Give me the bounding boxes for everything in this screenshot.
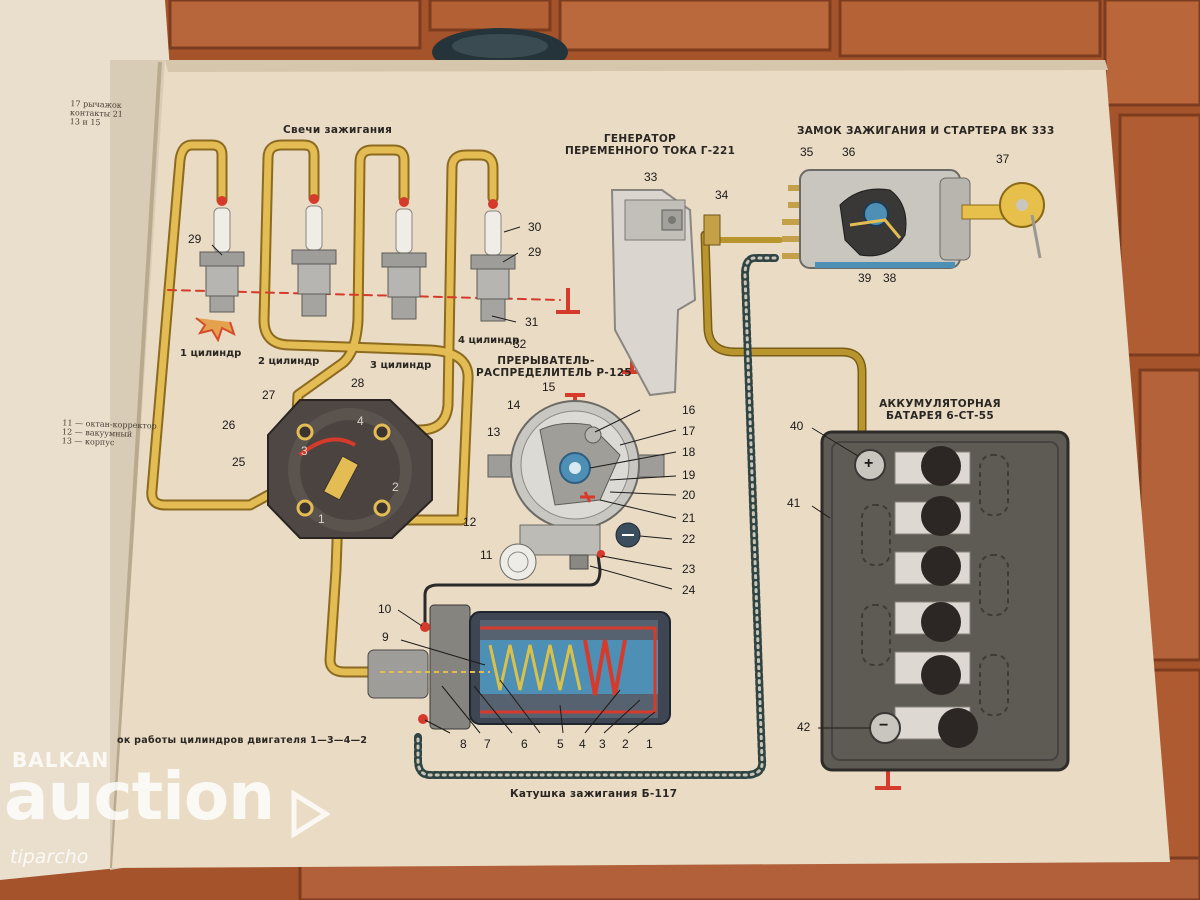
- callout-13: 13: [487, 425, 501, 439]
- callout-28: 28: [351, 376, 365, 390]
- cap-number-4: 4: [357, 414, 364, 428]
- callout-35: 35: [800, 145, 814, 159]
- callout-20: 20: [682, 488, 696, 502]
- battery-heading-line1: АККУМУЛЯТОРНАЯ: [879, 398, 1001, 410]
- battery-heading-line2: БАТАРЕЯ 6-СТ-55: [885, 410, 995, 422]
- spark-plug-4: [470, 199, 516, 322]
- leader-lines: [211, 226, 870, 734]
- callout-5: 5: [557, 737, 564, 751]
- callout-33: 33: [644, 170, 658, 184]
- generator: [610, 189, 721, 397]
- callout-1: 1: [646, 737, 653, 751]
- cap-number-1: 1: [318, 512, 325, 526]
- watermark-brand-small: BALKAN: [12, 748, 110, 772]
- callout-31: 31: [525, 315, 539, 329]
- callout-23: 23: [682, 562, 696, 576]
- callout-22: 22: [682, 532, 696, 546]
- callout-15: 15: [542, 380, 556, 394]
- generator-heading: ГЕНЕРАТОР ПЕРЕМЕННОГО ТОКА Г-221: [565, 133, 736, 157]
- spark-plug-3: [381, 197, 427, 320]
- breaker-distributor: [487, 400, 665, 581]
- callout-14: 14: [507, 398, 521, 412]
- callout-8: 8: [460, 737, 467, 751]
- callout-40: 40: [790, 419, 804, 433]
- callout-36: 36: [842, 145, 856, 159]
- cylinder-label-2: 2 цилиндр: [258, 356, 320, 367]
- callout-39: 39: [858, 271, 872, 285]
- ignition-lock: [782, 169, 1045, 269]
- callout-27: 27: [262, 388, 276, 402]
- spark-plugs-heading: Свечи зажигания: [283, 124, 393, 136]
- distributor-heading-line2: РАСПРЕДЕЛИТЕЛЬ Р-125: [476, 367, 632, 379]
- watermark-site: tiparcho: [10, 846, 89, 868]
- generator-heading-line2: ПЕРЕМЕННОГО ТОКА Г-221: [565, 145, 736, 157]
- callout-37: 37: [996, 152, 1010, 166]
- callout-29a: 29: [188, 232, 202, 246]
- callout-4: 4: [579, 737, 586, 751]
- battery-heading: АККУМУЛЯТОРНАЯ БАТАРЕЯ 6-СТ-55: [870, 398, 1010, 422]
- firing-order-caption: ок работы цилиндров двигателя 1—3—4—2: [117, 735, 368, 746]
- cap-number-2: 2: [392, 480, 399, 494]
- battery-negative-sign: −: [879, 717, 889, 734]
- callout-41: 41: [787, 496, 801, 510]
- callout-26: 26: [222, 418, 236, 432]
- ignition-coil: [367, 604, 671, 730]
- callout-42: 42: [797, 720, 811, 734]
- callout-24: 24: [682, 583, 696, 597]
- distributor-heading-line1: ПРЕРЫВАТЕЛЬ-: [497, 355, 595, 367]
- coil-heading: Катушка зажигания Б-117: [510, 788, 678, 800]
- battery-positive-sign: +: [864, 455, 874, 472]
- distributor-cap: [267, 399, 433, 539]
- callout-18: 18: [682, 445, 696, 459]
- generator-heading-line1: ГЕНЕРАТОР: [603, 133, 677, 145]
- battery: [820, 430, 1070, 772]
- distributor-heading: ПРЕРЫВАТЕЛЬ- РАСПРЕДЕЛИТЕЛЬ Р-125: [476, 355, 632, 379]
- callout-3: 3: [599, 737, 606, 751]
- callout-11: 11: [480, 548, 493, 562]
- callout-12: 12: [463, 515, 477, 529]
- callout-32: 32: [513, 337, 527, 351]
- wiring: [146, 139, 867, 779]
- ignition-lock-heading: ЗАМОК ЗАЖИГАНИЯ И СТАРТЕРА ВК 333: [797, 125, 1055, 137]
- callout-19: 19: [682, 468, 696, 482]
- spark-plug-1: [195, 196, 245, 343]
- cylinder-label-4: 4 цилиндр: [458, 335, 520, 346]
- callout-30: 30: [528, 220, 542, 234]
- callout-10: 10: [378, 602, 392, 616]
- callout-25: 25: [232, 455, 246, 469]
- callout-17: 17: [682, 424, 696, 438]
- callout-29b: 29: [528, 245, 542, 259]
- cylinder-label-1: 1 цилиндр: [180, 348, 242, 359]
- callout-38: 38: [883, 271, 897, 285]
- callout-6: 6: [521, 737, 528, 751]
- callout-2: 2: [622, 737, 629, 751]
- cylinder-label-3: 3 цилиндр: [370, 360, 432, 371]
- callout-34: 34: [715, 188, 729, 202]
- watermark-play-icon: [291, 790, 330, 838]
- spark-plug-2: [291, 194, 337, 317]
- callout-7: 7: [484, 737, 491, 751]
- callout-21: 21: [682, 511, 696, 525]
- watermark-brand-large: auction: [4, 758, 275, 835]
- cap-number-3: 3: [301, 444, 308, 458]
- callout-16: 16: [682, 403, 696, 417]
- callout-9: 9: [382, 630, 389, 644]
